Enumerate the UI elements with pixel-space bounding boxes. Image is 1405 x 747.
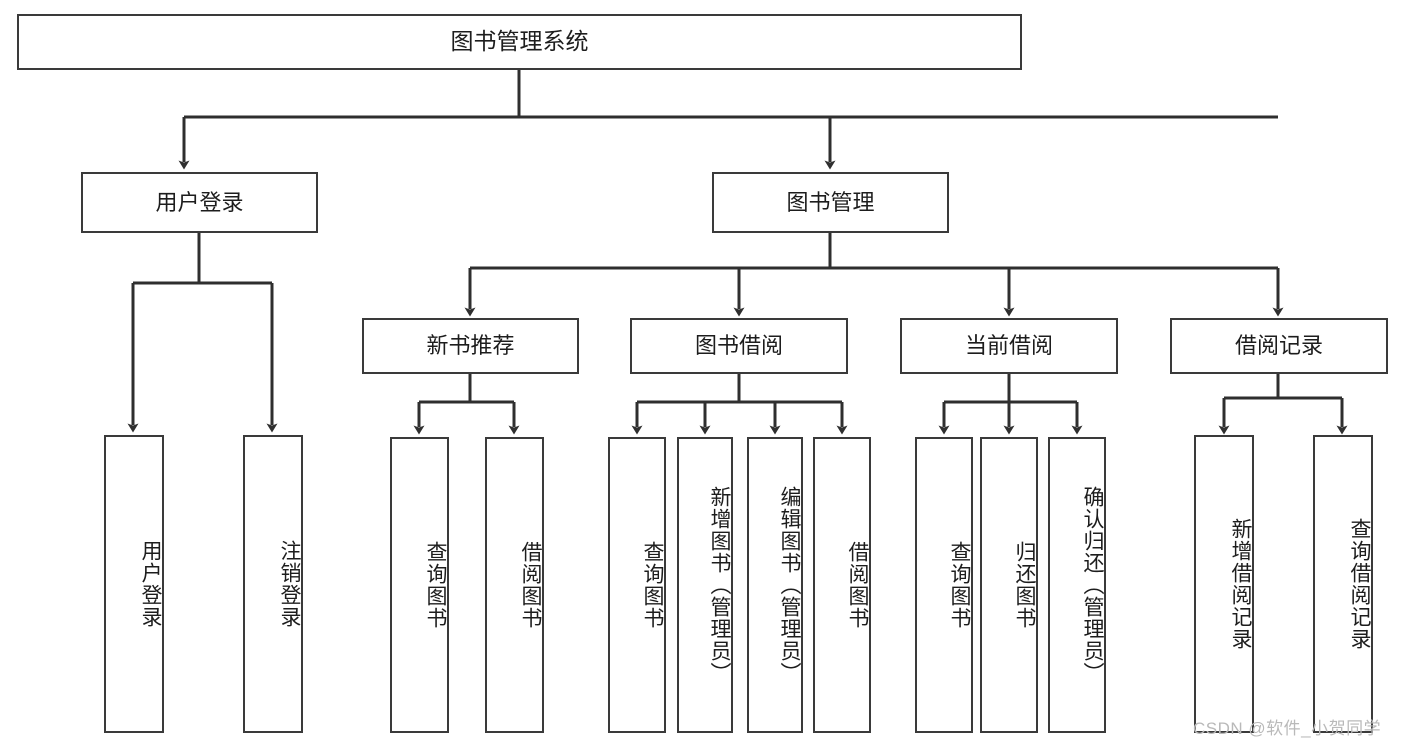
node-current-borrow[interactable]: 当前借阅 (900, 318, 1118, 374)
node-leaf-query-book-3-label: 查询图书 (948, 541, 971, 629)
node-leaf-borrow-book-2[interactable]: 借阅图书 (813, 437, 871, 733)
node-leaf-borrow-book-1[interactable]: 借阅图书 (485, 437, 544, 733)
node-leaf-add-record-label: 新增借阅记录 (1229, 518, 1252, 650)
node-leaf-query-book-1-label: 查询图书 (424, 541, 447, 629)
node-leaf-query-book-1[interactable]: 查询图书 (390, 437, 449, 733)
node-leaf-return-book-label: 归还图书 (1013, 541, 1036, 629)
node-user-login-label: 用户登录 (155, 189, 244, 215)
node-book-borrow-label: 图书借阅 (694, 333, 783, 359)
node-leaf-add-book[interactable]: 新增图书（管理员） (677, 437, 733, 733)
node-leaf-query-record-label: 查询借阅记录 (1348, 518, 1371, 650)
node-leaf-query-book-2-label: 查询图书 (641, 541, 664, 629)
node-book-manage-label: 图书管理 (786, 189, 875, 215)
node-leaf-logout[interactable]: 注销登录 (243, 435, 303, 733)
node-leaf-add-record[interactable]: 新增借阅记录 (1194, 435, 1254, 733)
node-root-label: 图书管理系统 (450, 28, 589, 55)
node-leaf-return-book[interactable]: 归还图书 (980, 437, 1038, 733)
node-book-borrow[interactable]: 图书借阅 (630, 318, 848, 374)
node-leaf-confirm-return-label: 确认归还（管理员） (1081, 486, 1104, 684)
node-leaf-query-book-2[interactable]: 查询图书 (608, 437, 666, 733)
node-user-login[interactable]: 用户登录 (81, 172, 318, 233)
node-root[interactable]: 图书管理系统 (17, 14, 1022, 70)
watermark: CSDN @软件_小贺同学 (1193, 719, 1382, 738)
node-leaf-confirm-return[interactable]: 确认归还（管理员） (1048, 437, 1106, 733)
node-leaf-query-record[interactable]: 查询借阅记录 (1313, 435, 1373, 733)
node-leaf-query-book-3[interactable]: 查询图书 (915, 437, 973, 733)
node-book-manage[interactable]: 图书管理 (712, 172, 949, 233)
node-borrow-record[interactable]: 借阅记录 (1170, 318, 1388, 374)
node-leaf-user-login-label: 用户登录 (139, 540, 162, 628)
node-leaf-borrow-book-1-label: 借阅图书 (519, 541, 542, 629)
node-leaf-edit-book-label: 编辑图书（管理员） (778, 486, 801, 684)
node-borrow-record-label: 借阅记录 (1234, 333, 1323, 359)
node-current-borrow-label: 当前借阅 (964, 333, 1053, 359)
node-leaf-borrow-book-2-label: 借阅图书 (846, 541, 869, 629)
node-new-book-recommend[interactable]: 新书推荐 (362, 318, 579, 374)
node-leaf-user-login[interactable]: 用户登录 (104, 435, 164, 733)
node-leaf-edit-book[interactable]: 编辑图书（管理员） (747, 437, 803, 733)
node-leaf-add-book-label: 新增图书（管理员） (708, 486, 731, 684)
node-new-book-recommend-label: 新书推荐 (426, 333, 515, 359)
node-leaf-logout-label: 注销登录 (278, 540, 301, 628)
